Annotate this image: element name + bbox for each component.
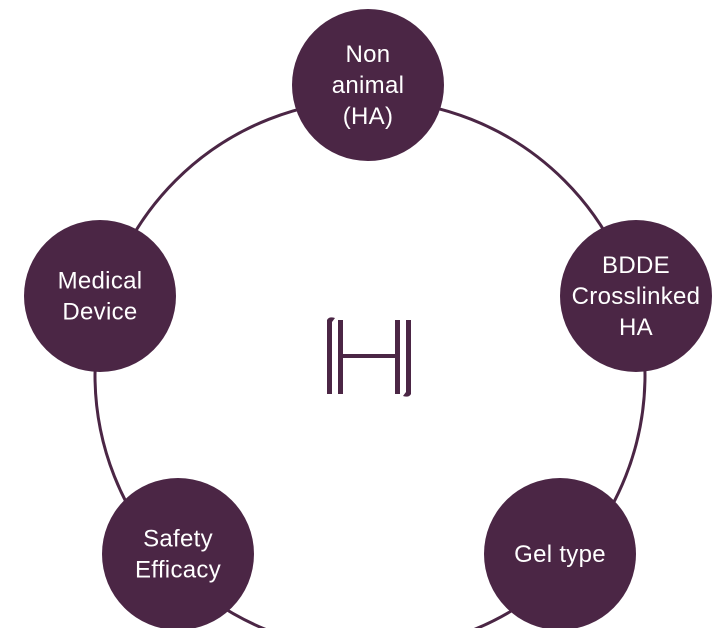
logo-right-stem-outer	[406, 320, 411, 394]
logo-crossbar	[338, 354, 400, 358]
node-label-bdde-crosslinked-ha: Crosslinked	[572, 283, 701, 310]
node-label-non-animal-ha: (HA)	[343, 103, 394, 130]
node-circle-gel-type	[484, 478, 636, 628]
logo-right-stem-inner	[395, 320, 400, 394]
node-circle-safety-efficacy	[102, 478, 254, 628]
node-label-bdde-crosslinked-ha: HA	[619, 314, 653, 341]
node-gel-type: Gel type	[484, 478, 636, 628]
node-circle-bdde-crosslinked-ha	[560, 220, 712, 372]
logo-left-top-flourish	[327, 317, 335, 322]
logo-right-bottom-flourish	[403, 392, 411, 397]
h-monogram-logo	[327, 317, 411, 397]
node-label-gel-type: Gel type	[514, 541, 606, 568]
node-circle-medical-device	[24, 220, 176, 372]
node-label-medical-device: Medical	[58, 268, 143, 295]
node-label-medical-device: Device	[62, 299, 137, 326]
node-label-non-animal-ha: Non	[346, 41, 391, 68]
node-label-non-animal-ha: animal	[332, 72, 405, 99]
node-label-safety-efficacy: Efficacy	[135, 557, 221, 584]
node-non-animal-ha: Non animal (HA)	[292, 9, 444, 161]
node-circle-non-animal-ha	[292, 9, 444, 161]
node-label-bdde-crosslinked-ha: BDDE	[602, 252, 670, 279]
node-label-safety-efficacy: Safety	[143, 526, 213, 553]
logo-left-stem-outer	[327, 320, 332, 394]
